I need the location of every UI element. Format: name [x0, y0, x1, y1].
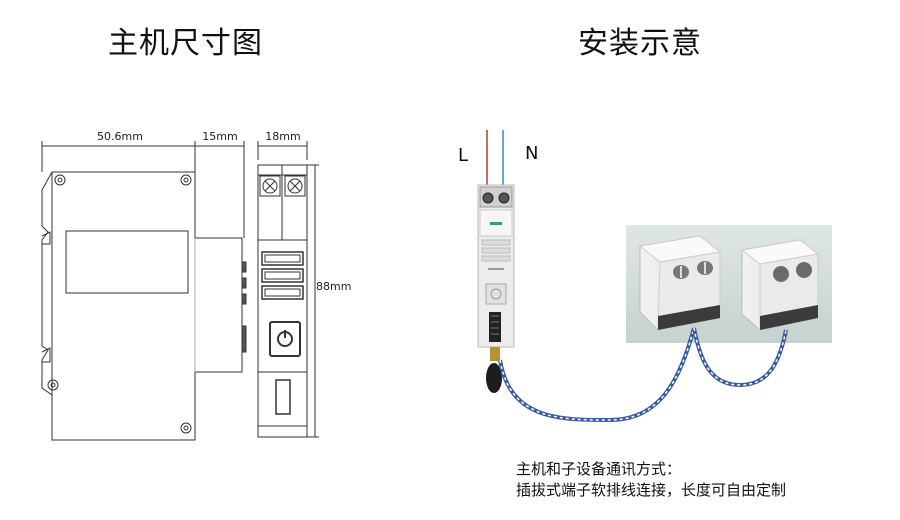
screw-hole — [183, 177, 189, 183]
dimension-step-label: 15mm — [202, 130, 237, 143]
terminal-screw-slot — [264, 180, 276, 192]
bottom-port-slot — [275, 379, 291, 415]
screw-hole — [180, 422, 192, 434]
terminal-screw — [262, 178, 278, 194]
side-connector — [241, 325, 247, 353]
terminal-screw — [287, 178, 303, 194]
screw-hole — [47, 379, 59, 391]
din-clip-notch — [41, 231, 51, 245]
ribbon-cable-1-stripe — [499, 327, 695, 421]
front-terminal — [259, 175, 281, 197]
main-unit-screw — [498, 192, 510, 204]
indicator-window — [261, 285, 304, 300]
neutral-wire-label: N — [525, 143, 538, 164]
ribbon-cables — [498, 327, 788, 423]
side-terminal-nub — [241, 277, 247, 289]
ribbon-cable-2-stripe — [693, 327, 787, 386]
side-terminal-nub — [241, 261, 247, 273]
main-unit-power-icon — [490, 288, 502, 300]
main-unit-vent — [481, 247, 511, 254]
main-unit — [477, 184, 515, 393]
installation-diagram-title: 安装示意 — [578, 26, 702, 61]
dimension-height-label: 88mm — [316, 280, 351, 293]
indicator-window — [261, 268, 304, 283]
front-terminal — [284, 175, 306, 197]
dimension-front-width-label: 18mm — [265, 130, 300, 143]
screw-hole — [54, 174, 66, 186]
terminal-screw-slot — [289, 180, 301, 192]
indicator-window — [261, 251, 304, 266]
screw-hole — [57, 177, 63, 183]
dimension-drawing-title: 主机尺寸图 — [108, 26, 263, 61]
main-unit-vent — [481, 255, 511, 262]
main-unit-screw — [482, 192, 494, 204]
front-view-drawing — [257, 141, 319, 438]
antenna — [486, 363, 502, 393]
live-wire-label: L — [458, 145, 468, 166]
note-line-1: 主机和子设备通讯方式： — [516, 460, 682, 478]
side-view-drawing — [41, 141, 247, 441]
note-line-2: 插拔式端子软排线连接，长度可自由定制 — [516, 481, 787, 499]
sub-device-2-hole — [796, 262, 812, 278]
antenna-connector — [490, 347, 500, 361]
main-unit-vent — [481, 239, 511, 246]
screw-hole — [50, 382, 56, 388]
communication-note: 主机和子设备通讯方式： 插拔式端子软排线连接，长度可自由定制 — [516, 459, 786, 501]
sub-device-1-base — [658, 305, 720, 330]
main-unit-model-text — [488, 268, 504, 270]
sub-device-2-hole — [773, 266, 789, 282]
indicator-window-inner — [264, 271, 301, 280]
main-unit-logo — [490, 222, 502, 225]
main-unit-button — [485, 283, 507, 305]
side-terminal-nub — [241, 293, 247, 305]
indicator-window-inner — [264, 254, 301, 263]
power-button-frame — [269, 321, 301, 357]
indicator-window-inner — [264, 288, 301, 297]
sub-device-2-base — [760, 305, 818, 330]
dimension-width-label: 50.6mm — [97, 130, 143, 143]
side-label-window — [65, 230, 189, 294]
sub-device-panel — [626, 225, 832, 343]
din-clip-notch — [41, 347, 51, 363]
screw-hole — [183, 425, 189, 431]
screw-hole — [180, 174, 192, 186]
side-body-outline — [41, 171, 243, 441]
